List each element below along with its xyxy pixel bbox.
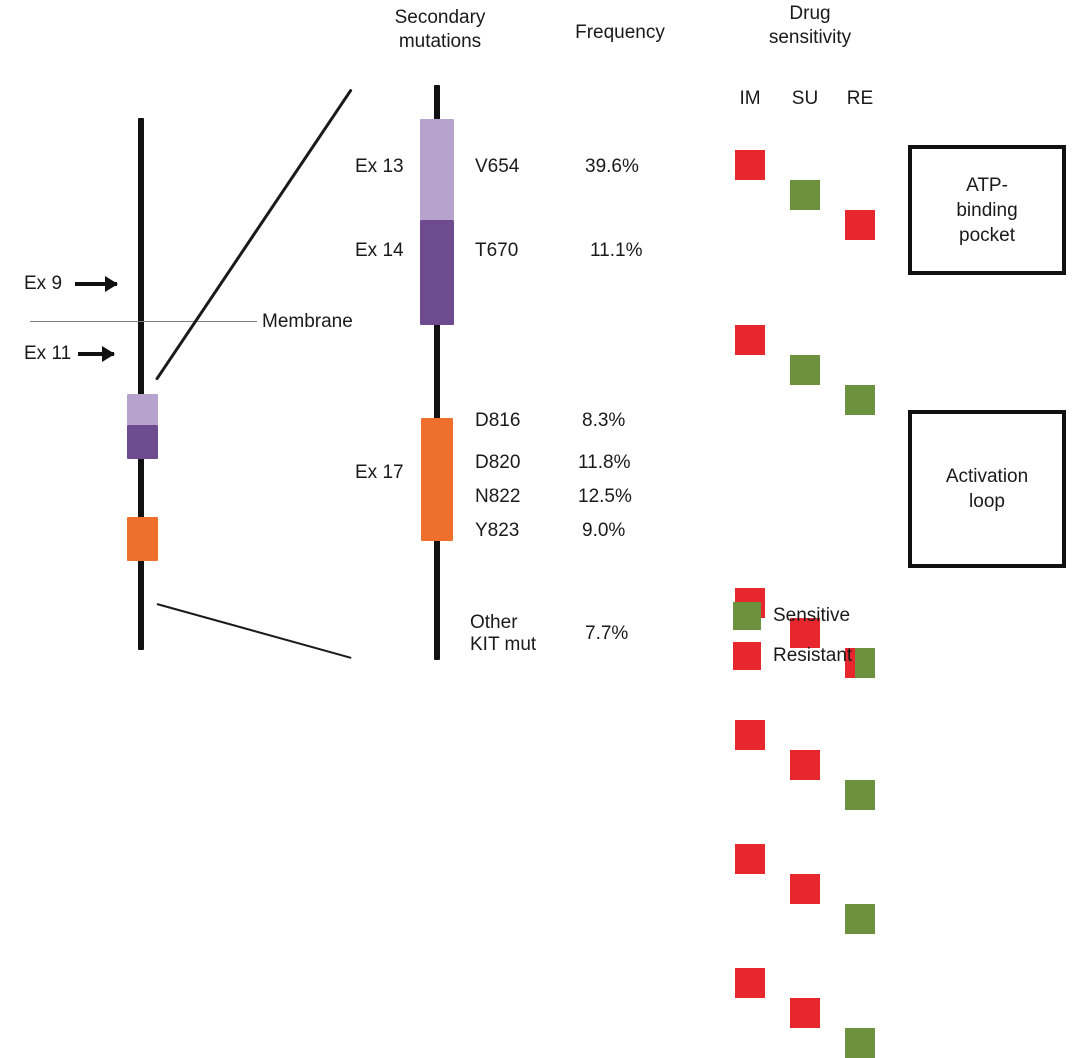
primary-mutation-ex11: Ex 11 xyxy=(24,343,115,365)
mutation-label-y823: Y823 xyxy=(475,520,520,541)
frequency-value-v654: 39.6% xyxy=(585,156,639,177)
expanded-backbone xyxy=(434,85,440,660)
connector-line-lower xyxy=(156,603,352,659)
legend-swatch-sensitive xyxy=(733,602,761,630)
sensitivity-cell-t670-su xyxy=(790,355,820,385)
sensitivity-half-sensitive xyxy=(845,904,875,934)
sensitivity-cell-d820-re xyxy=(845,780,875,810)
frequency-value-t670: 11.1% xyxy=(590,240,643,261)
sensitivity-half-sensitive xyxy=(845,1028,875,1058)
sensitivity-half-resistant xyxy=(735,844,765,874)
receptor-backbone xyxy=(138,118,144,650)
mutation-label-n822: N822 xyxy=(475,486,521,507)
region-box-atp-binding-pocket: ATP- binding pocket xyxy=(908,145,1066,275)
sensitivity-cell-v654-im xyxy=(735,150,765,180)
exon-label-ex14: Ex 14 xyxy=(355,240,404,261)
region-box-atp-line3: pocket xyxy=(959,224,1015,246)
legend-item-resistant: Resistant xyxy=(733,642,852,670)
sensitivity-half-resistant xyxy=(735,325,765,355)
drug-column-header-su: SU xyxy=(791,88,819,109)
mutation-label-v654: V654 xyxy=(475,156,520,177)
legend: Sensitive Resistant xyxy=(733,602,852,682)
region-box-atp-line2: binding xyxy=(956,199,1018,221)
frequency-value-d820: 11.8% xyxy=(578,452,631,473)
header-secondary-mutations-line2: mutations xyxy=(398,31,482,52)
sensitivity-half-resistant xyxy=(790,998,820,1028)
sensitivity-half-resistant xyxy=(735,968,765,998)
sensitivity-half-resistant xyxy=(790,750,820,780)
sensitivity-half-resistant xyxy=(845,210,875,240)
drug-column-header-re: RE xyxy=(846,88,874,109)
region-box-activation-line1: Activation xyxy=(945,466,1029,487)
legend-item-sensitive: Sensitive xyxy=(733,602,852,630)
membrane-label: Membrane xyxy=(262,311,353,332)
membrane-line xyxy=(30,321,257,322)
expanded-segment-exon14 xyxy=(420,220,454,325)
drug-column-header-im: IM xyxy=(739,88,761,109)
primary-mutation-ex11-label: Ex 11 xyxy=(24,343,72,364)
legend-swatch-resistant xyxy=(733,642,761,670)
sensitivity-cell-y823-re xyxy=(845,1028,875,1058)
exon-label-ex17: Ex 17 xyxy=(355,462,404,483)
sensitivity-cell-n822-im xyxy=(735,844,765,874)
mutation-label-other-kit-mut-line1: Other xyxy=(470,612,518,633)
arrow-right-icon xyxy=(78,352,115,356)
sensitivity-cell-d816-su xyxy=(790,618,820,648)
sensitivity-half-sensitive xyxy=(845,780,875,810)
header-drug-sensitivity-line1: Drug xyxy=(789,3,831,24)
sensitivity-half-sensitive xyxy=(790,355,820,385)
sensitivity-half-resistant xyxy=(735,720,765,750)
mutation-label-d820: D820 xyxy=(475,452,521,473)
sensitivity-half-sensitive xyxy=(790,180,820,210)
frequency-value-d816: 8.3% xyxy=(582,410,626,431)
connector-line-upper xyxy=(155,88,353,381)
sensitivity-cell-y823-im xyxy=(735,968,765,998)
header-secondary-mutations: Secondary mutations xyxy=(355,6,525,54)
frequency-value-y823: 9.0% xyxy=(582,520,626,541)
sensitivity-half-sensitive xyxy=(845,385,875,415)
receptor-segment-exon17 xyxy=(127,517,158,561)
sensitivity-half-resistant xyxy=(790,618,820,648)
legend-label-resistant: Resistant xyxy=(773,645,853,666)
sensitivity-cell-t670-re xyxy=(845,385,875,415)
expanded-segment-exon17 xyxy=(421,418,453,541)
header-secondary-mutations-line1: Secondary xyxy=(394,7,486,28)
mutation-label-other-kit-mut-line2: KIT mut xyxy=(470,634,537,655)
receptor-segment-exon13 xyxy=(127,394,158,425)
sensitivity-cell-t670-im xyxy=(735,325,765,355)
region-box-activation-line2: loop xyxy=(969,491,1005,512)
mutation-label-other-kit-mut: Other KIT mut xyxy=(470,612,536,656)
sensitivity-half-resistant xyxy=(735,150,765,180)
sensitivity-cell-d816-re xyxy=(845,648,875,678)
mutation-label-d816: D816 xyxy=(475,410,521,431)
sensitivity-cell-v654-re xyxy=(845,210,875,240)
sensitivity-cell-v654-su xyxy=(790,180,820,210)
mutation-label-t670: T670 xyxy=(475,240,519,261)
exon-label-ex13: Ex 13 xyxy=(355,156,404,177)
header-drug-sensitivity: Drug sensitivity xyxy=(720,2,900,50)
frequency-value-other-kit-mut: 7.7% xyxy=(585,623,629,644)
sensitivity-half-sensitive xyxy=(854,648,875,678)
frequency-value-n822: 12.5% xyxy=(578,486,632,507)
region-box-atp-line1: ATP- xyxy=(966,174,1008,196)
sensitivity-cell-n822-su xyxy=(790,874,820,904)
receptor-segment-exon14 xyxy=(127,425,158,459)
header-frequency: Frequency xyxy=(575,22,665,43)
sensitivity-cell-d820-su xyxy=(790,750,820,780)
sensitivity-cell-d820-im xyxy=(735,720,765,750)
header-drug-sensitivity-line2: sensitivity xyxy=(768,27,852,48)
legend-label-sensitive: Sensitive xyxy=(773,605,851,626)
arrow-right-icon xyxy=(75,282,118,286)
sensitivity-half-resistant xyxy=(845,648,855,678)
sensitivity-cell-y823-su xyxy=(790,998,820,1028)
primary-mutation-ex9-label: Ex 9 xyxy=(24,273,63,294)
sensitivity-cell-n822-re xyxy=(845,904,875,934)
primary-mutation-ex9: Ex 9 xyxy=(24,273,118,295)
region-box-activation-loop: Activation loop xyxy=(908,410,1066,568)
expanded-segment-exon13 xyxy=(420,119,454,220)
sensitivity-half-resistant xyxy=(790,874,820,904)
